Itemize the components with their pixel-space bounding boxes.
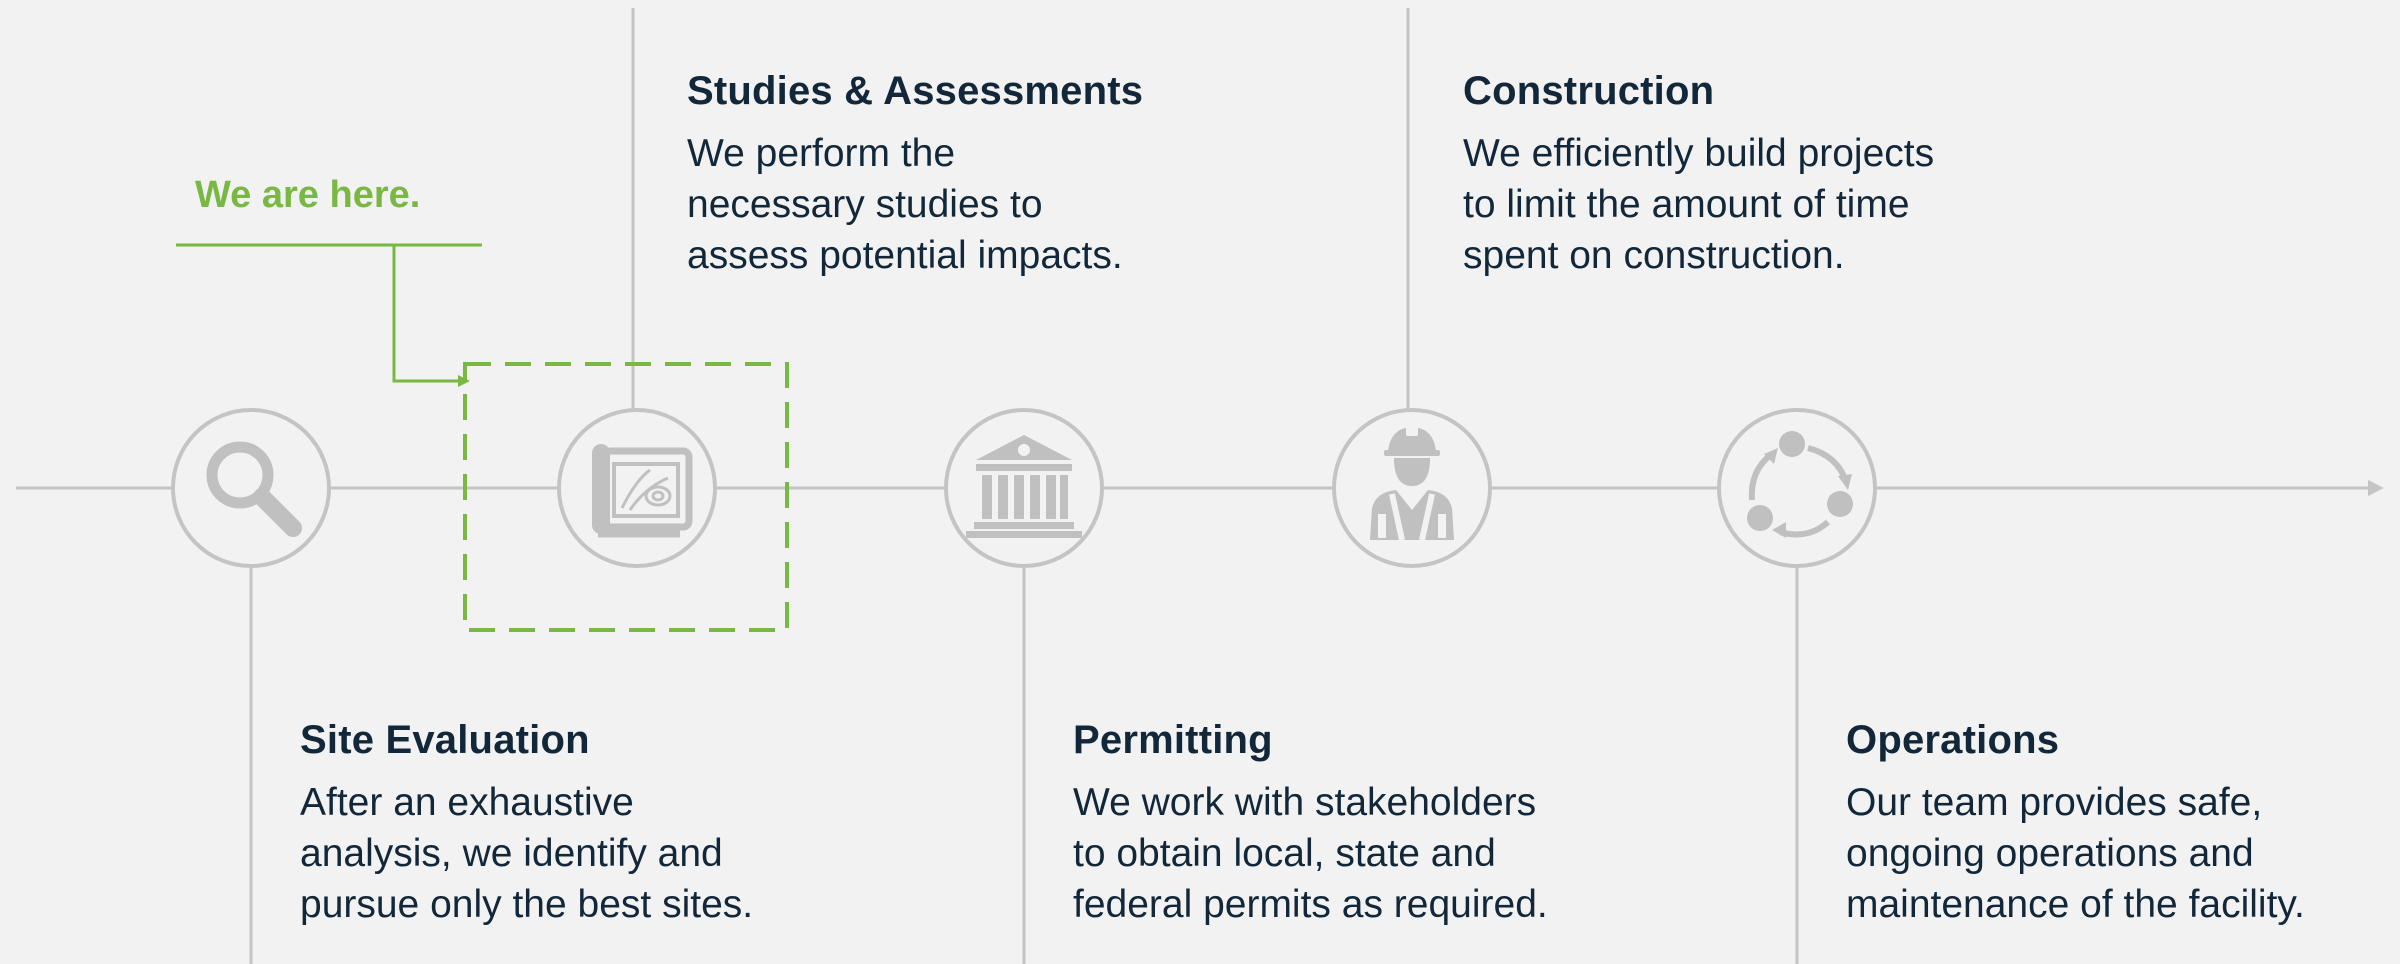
- step-description-line: After an exhaustive: [300, 781, 634, 824]
- step-description-line: Our team provides safe,: [1846, 781, 2263, 824]
- timeline-arrowhead: [2368, 480, 2384, 496]
- step-permitting: Permitting We work with stakeholders to …: [1073, 715, 1548, 930]
- construction-worker-icon: [1370, 426, 1454, 541]
- step-circle-1: [171, 408, 331, 568]
- government-building-icon: [966, 435, 1082, 538]
- step-description-line: spent on construction.: [1463, 234, 1845, 277]
- step-title: Construction: [1463, 69, 1715, 113]
- step-description-line: maintenance of the facility.: [1846, 883, 2305, 926]
- step-description-line: We work with stakeholders: [1073, 781, 1537, 824]
- step-description-line: federal permits as required.: [1073, 883, 1548, 926]
- step-description-line: to obtain local, state and: [1073, 832, 1496, 875]
- step-title: Studies & Assessments: [687, 69, 1144, 113]
- magnifier-icon: [206, 441, 302, 537]
- step-title: Site Evaluation: [300, 718, 590, 762]
- we-are-here-label: We are here.: [195, 174, 421, 216]
- step-studies-assessments: Studies & Assessments We perform the nec…: [687, 66, 1143, 281]
- step-title: Permitting: [1073, 718, 1273, 762]
- marker-pointer: [392, 245, 460, 383]
- blueprint-icon: [592, 444, 693, 538]
- step-operations: Operations Our team provides safe, ongoi…: [1846, 715, 2305, 930]
- step-description-line: assess potential impacts.: [687, 234, 1123, 277]
- step-description-line: We perform the: [687, 132, 956, 175]
- marker-arrowhead: [458, 375, 470, 387]
- step-description-line: ongoing operations and: [1846, 832, 2254, 875]
- step-title: Operations: [1846, 718, 2060, 762]
- step-description-line: to limit the amount of time: [1463, 183, 1910, 226]
- cycle-icon: [1747, 431, 1853, 538]
- current-step-highlight: [463, 362, 789, 632]
- step-site-evaluation: Site Evaluation After an exhaustive anal…: [300, 715, 753, 930]
- step-description-line: analysis, we identify and: [300, 832, 723, 875]
- step-description-line: pursue only the best sites.: [300, 883, 754, 926]
- step-description-line: necessary studies to: [687, 183, 1043, 226]
- step-description-line: We efficiently build projects: [1463, 132, 1935, 175]
- step-construction: Construction We efficiently build projec…: [1463, 66, 1934, 281]
